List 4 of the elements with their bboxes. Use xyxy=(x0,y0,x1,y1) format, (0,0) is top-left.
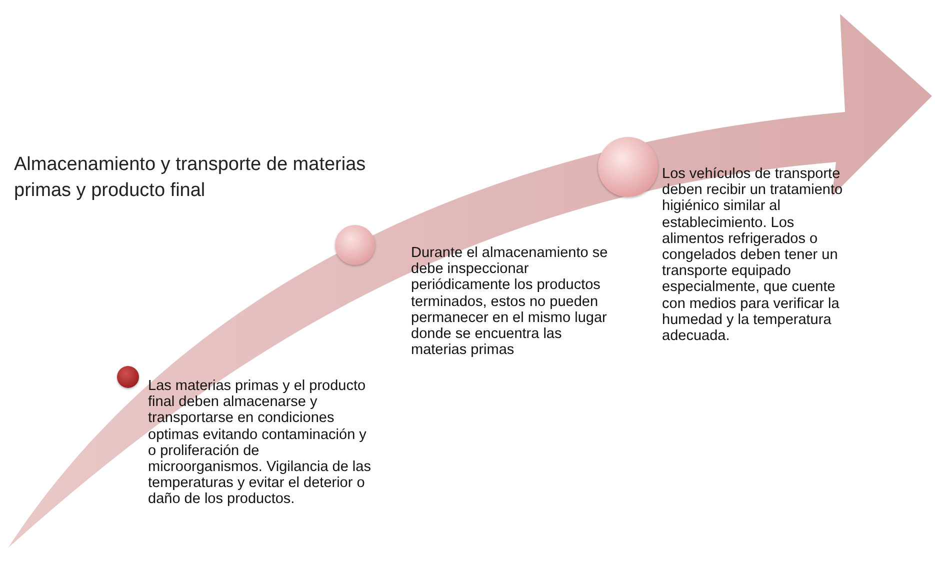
step-description: Durante el almacenamiento se debe inspeccionar periódicamente los productos terminados, estos no pueden permanecer en el mismo lugar donde se encuentra las materias primas xyxy=(411,245,609,358)
step-description: Los vehículos de transporte deben recibir un tratamiento higiénico similar al establecimiento. Los alimentos refrigerados o congelados deben tener un transporte equipado especialmente, que cuente con medios para verificar la humedad y la temperatura adecuada. xyxy=(662,166,844,344)
step-description: Las materias primas y el producto final deben almacenarse y transportarse en condiciones optimas evitando contaminación y o proliferación de microorganismos. Vigilancia de las temperaturas y evitar el deterior o daño de los productos. xyxy=(148,378,372,508)
diagram-title: Almacenamiento y transporte de materias primas y producto final xyxy=(14,153,367,203)
